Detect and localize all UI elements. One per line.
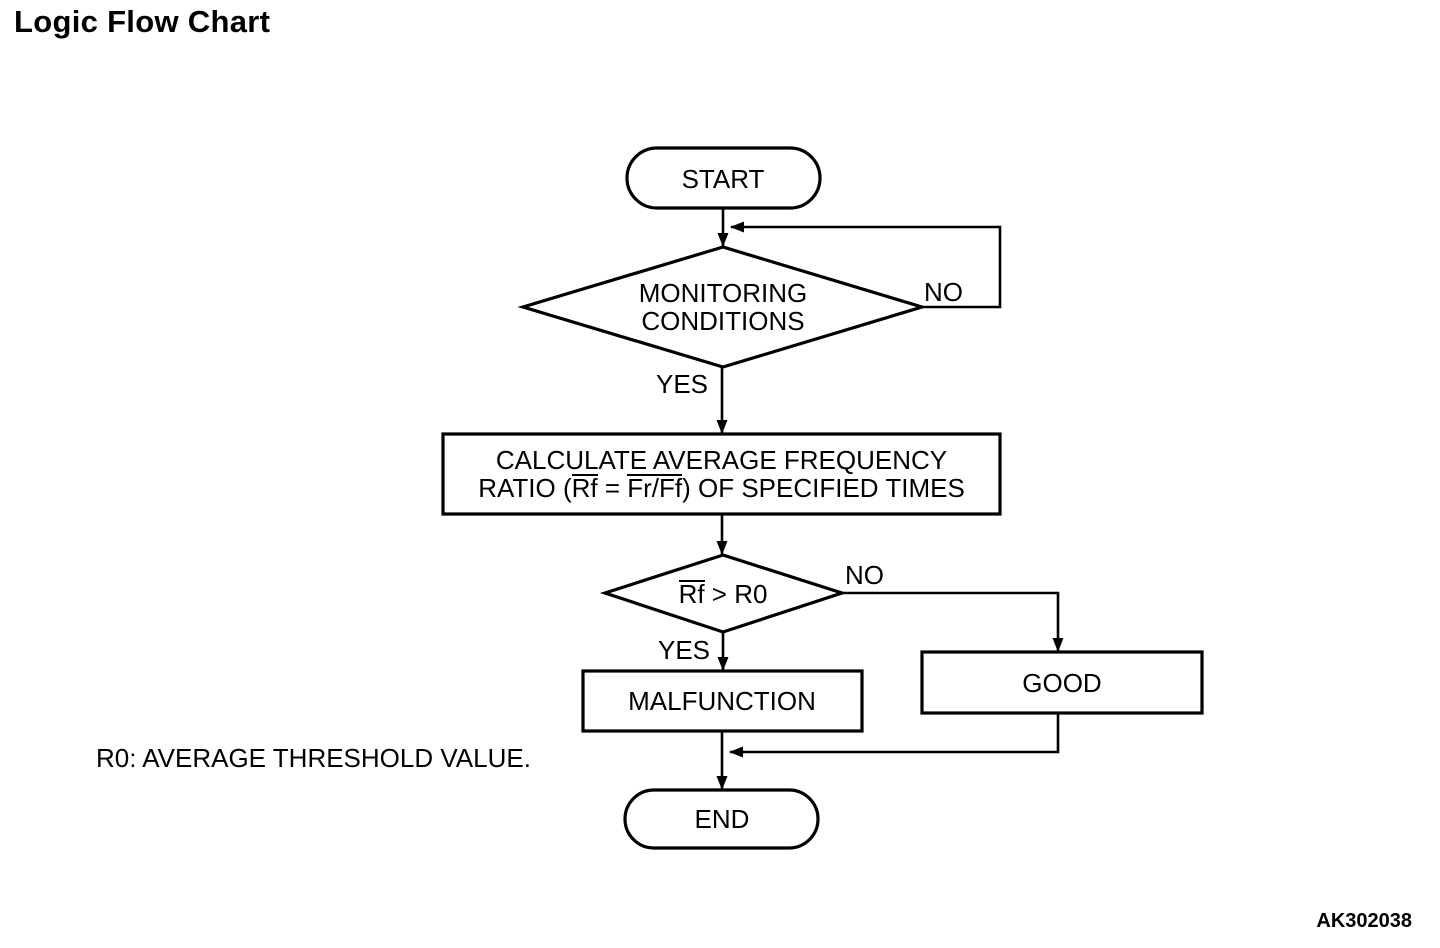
monitoring-label: MONITORING CONDITIONS — [623, 279, 823, 335]
end-label: END — [694, 804, 750, 834]
monitoring-yes-label: YES — [656, 369, 709, 399]
ratio-no-label: NO — [845, 560, 884, 590]
edge-monitoring-no-loop — [730, 221, 1002, 309]
monitoring-label-line2: CONDITIONS — [641, 306, 805, 336]
frff-overbar-term: Fr/Ff — [627, 473, 683, 503]
calculate-ratio-pre: RATIO ( — [478, 473, 572, 503]
good-label: GOOD — [1022, 668, 1102, 698]
rf-overbar-term: Rf — [678, 579, 705, 609]
monitoring-no-label: NO — [924, 277, 963, 307]
calculate-process-shape — [441, 432, 1002, 516]
threshold-note: R0: AVERAGE THRESHOLD VALUE. — [96, 743, 531, 773]
page-title: Logic Flow Chart — [14, 4, 271, 39]
good-process-shape — [920, 650, 1204, 715]
end-terminator-shape — [623, 788, 820, 850]
figure-code: AK302038 — [1316, 910, 1412, 932]
calculate-label-line1: CALCULATE AVERAGE FREQUENCY — [495, 445, 948, 475]
ratio-check-condition: > R0 — [704, 579, 768, 609]
calculate-equals: = — [597, 473, 628, 503]
edge-good-merge — [729, 713, 1060, 758]
rf-overbar-term: Rf — [571, 473, 598, 503]
malfunction-label: MALFUNCTION — [628, 686, 816, 716]
monitoring-label-line1: MONITORING — [638, 278, 808, 308]
calculate-ratio-post: ) OF SPECIFIED TIMES — [682, 473, 965, 503]
flow-connectors — [716, 208, 1064, 790]
ratio-yes-label: YES — [658, 635, 711, 665]
edge-ratio-no-to-good — [842, 591, 1064, 652]
start-label: START — [681, 164, 765, 194]
calculate-label: CALCULATE AVERAGE FREQUENCY RATIO (Rf = … — [443, 446, 1000, 502]
calculate-label-line2: RATIO (Rf = Fr/Ff) OF SPECIFIED TIMES — [478, 473, 965, 503]
ratio-check-label: Rf > R0 — [623, 580, 823, 608]
